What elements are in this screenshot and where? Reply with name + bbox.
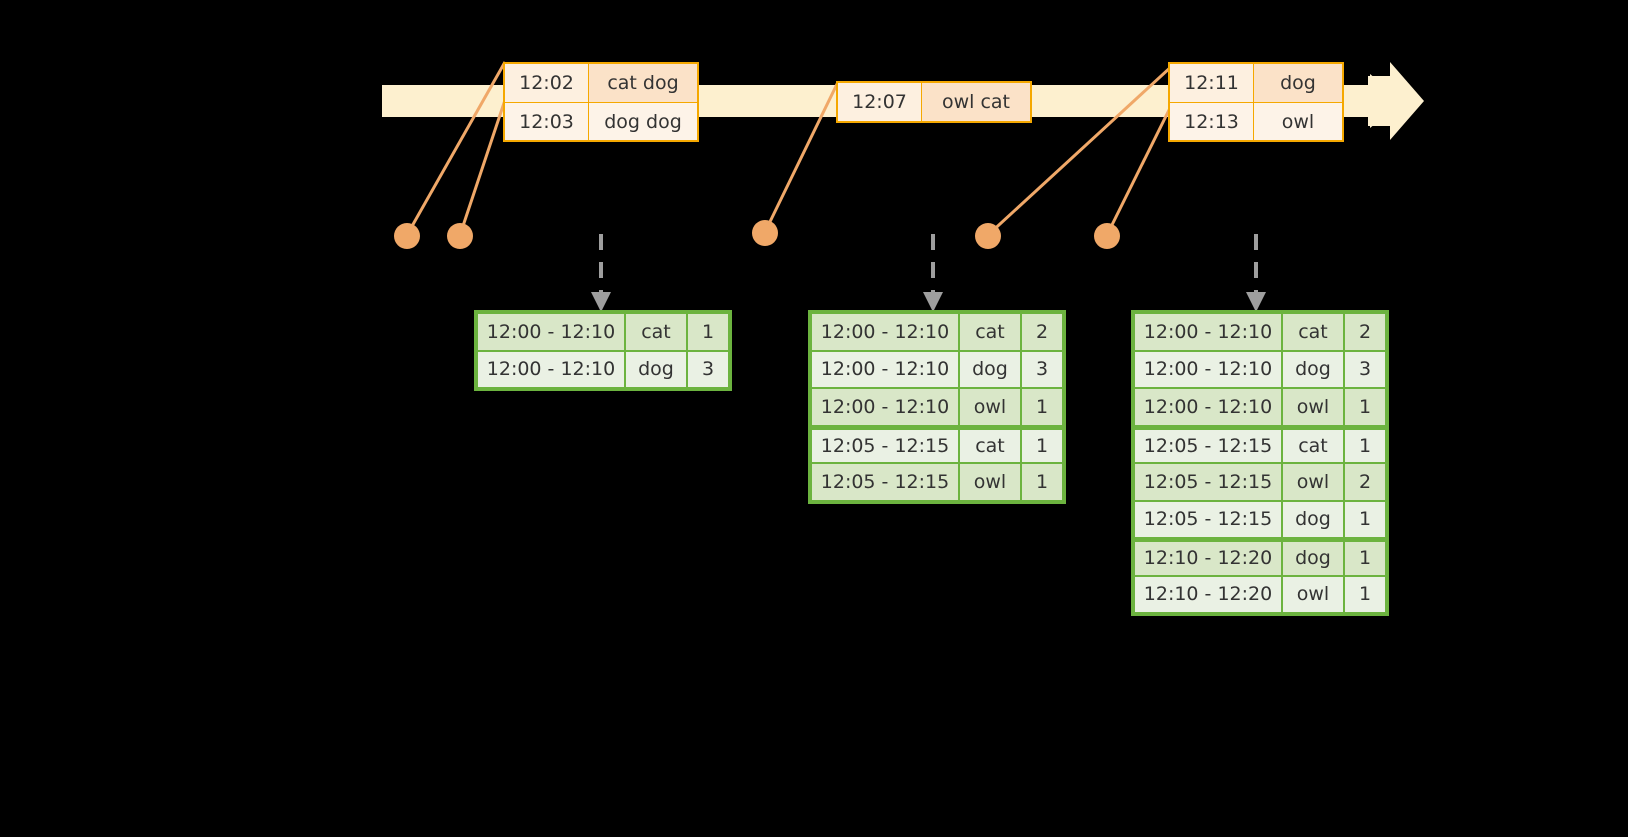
cell-key: dog [625, 350, 687, 388]
event-words: dog [1280, 72, 1316, 94]
connector-line-1 [405, 61, 507, 236]
event-time: 12:11 [1170, 64, 1254, 102]
event-box-group-2[interactable]: 12:07 owl cat [836, 81, 1032, 123]
cell-count: 1 [1344, 428, 1386, 463]
cell-count: 1 [1344, 541, 1386, 576]
cell-window: 12:00 - 12:10 [811, 313, 959, 351]
cell-key: dog [1282, 541, 1344, 576]
cell-window: 12:00 - 12:10 [477, 350, 625, 388]
event-row[interactable]: 12:07 owl cat [838, 83, 1030, 121]
event-words: cat dog [607, 72, 679, 94]
cell-count: 1 [1021, 388, 1063, 426]
cell-count: 2 [1344, 463, 1386, 501]
timeline-arrowhead [1370, 74, 1403, 128]
cell-count: 3 [1021, 350, 1063, 388]
cell-window: 12:05 - 12:15 [1134, 463, 1282, 501]
cell-window: 12:10 - 12:20 [1134, 575, 1282, 613]
cell-key: dog [959, 350, 1021, 388]
cell-key: cat [1282, 313, 1344, 351]
cell-count: 1 [1344, 575, 1386, 613]
cell-window: 12:10 - 12:20 [1134, 541, 1282, 576]
event-words: owl cat [941, 91, 1011, 113]
event-dot-3[interactable] [752, 220, 778, 246]
cell-key: owl [959, 388, 1021, 426]
event-row[interactable]: 12:11 dog [1170, 64, 1342, 102]
cell-count: 1 [1344, 500, 1386, 538]
cell-count: 3 [687, 350, 729, 388]
timeline-arrowhead-shape [1368, 62, 1424, 140]
connector-line-2 [458, 99, 507, 236]
cell-key: dog [1282, 500, 1344, 538]
cell-count: 1 [1021, 463, 1063, 501]
cell-key: cat [959, 313, 1021, 351]
event-dot-4[interactable] [975, 223, 1001, 249]
event-row[interactable]: 12:02 cat dog [505, 64, 697, 102]
cell-window: 12:00 - 12:10 [811, 350, 959, 388]
cell-key: cat [1282, 428, 1344, 463]
event-words: dog dog [604, 110, 682, 133]
cell-count: 1 [1021, 428, 1063, 463]
event-dot-5[interactable] [1094, 223, 1120, 249]
event-dot-2[interactable] [447, 223, 473, 249]
cell-key: dog [1282, 350, 1344, 388]
cell-key: owl [1282, 575, 1344, 613]
event-time: 12:02 [505, 64, 589, 102]
cell-window: 12:00 - 12:10 [1134, 313, 1282, 351]
cell-window: 12:00 - 12:10 [477, 313, 625, 351]
event-time: 12:07 [838, 83, 922, 121]
dashed-arrow-2 [923, 234, 943, 312]
cell-key: owl [959, 463, 1021, 501]
cell-key: owl [1282, 463, 1344, 501]
cell-count: 2 [1344, 313, 1386, 351]
cell-count: 1 [1344, 388, 1386, 426]
event-box-group-1[interactable]: 12:02 cat dog 12:03 dog dog [503, 62, 699, 142]
cell-key: cat [959, 428, 1021, 463]
event-words: owl [1281, 110, 1315, 133]
dashed-arrow-3 [1246, 234, 1266, 312]
cell-window: 12:00 - 12:10 [1134, 350, 1282, 388]
cell-window: 12:05 - 12:15 [811, 463, 959, 501]
dashed-arrow-1 [591, 234, 611, 312]
cell-count: 1 [687, 313, 729, 351]
event-row[interactable]: 12:03 dog dog [505, 102, 697, 140]
event-time: 12:13 [1170, 103, 1254, 140]
cell-count: 2 [1021, 313, 1063, 351]
connector-line-5 [1105, 103, 1174, 236]
event-time: 12:03 [505, 103, 589, 140]
cell-key: cat [625, 313, 687, 351]
event-box-group-3[interactable]: 12:11 dog 12:13 owl [1168, 62, 1344, 142]
cell-window: 12:05 - 12:15 [1134, 428, 1282, 463]
cell-window: 12:00 - 12:10 [811, 388, 959, 426]
cell-window: 12:05 - 12:15 [811, 428, 959, 463]
cell-window: 12:05 - 12:15 [1134, 500, 1282, 538]
cell-count: 3 [1344, 350, 1386, 388]
event-row[interactable]: 12:13 owl [1170, 102, 1342, 140]
connector-line-3 [763, 81, 840, 233]
event-dot-1[interactable] [394, 223, 420, 249]
cell-window: 12:00 - 12:10 [1134, 388, 1282, 426]
cell-key: owl [1282, 388, 1344, 426]
